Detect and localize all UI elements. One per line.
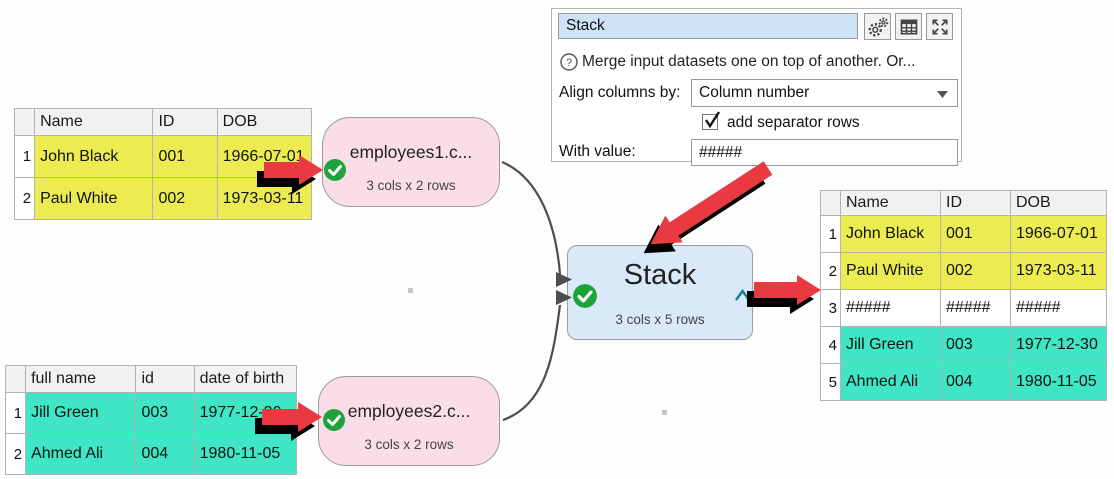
column-header[interactable]: ID — [152, 108, 218, 136]
cell-id[interactable]: 004 — [135, 433, 195, 475]
canvas-grid-dot — [408, 288, 413, 293]
cell-id[interactable]: 003 — [135, 392, 195, 434]
output-preview-table: Name ID DOB 1 John Black 001 1966-07-01 … — [820, 190, 1107, 401]
table-row: 2 Paul White 002 1973-03-11 — [820, 252, 1107, 290]
node-title: employees1.c... — [349, 142, 473, 162]
transform-description: Merge input datasets one on top of anoth… — [582, 53, 916, 70]
node-employees1[interactable]: employees1.c... 3 cols x 2 rows — [322, 117, 500, 207]
gears-icon — [868, 17, 888, 36]
cell-name[interactable]: Paul White — [840, 252, 941, 290]
table-row: 1 John Black 001 1966-07-01 — [820, 215, 1107, 253]
add-separator-rows-label: add separator rows — [727, 114, 860, 131]
table-icon — [900, 19, 917, 34]
cell-id[interactable]: 001 — [152, 135, 218, 178]
node-subtitle: 3 cols x 2 rows — [364, 437, 454, 452]
red-arrow-output — [754, 275, 821, 305]
column-header[interactable]: date of birth — [193, 365, 298, 393]
column-header[interactable]: full name — [25, 365, 137, 393]
with-value-label: With value: — [559, 143, 636, 160]
cell-name[interactable]: Ahmed Ali — [25, 433, 137, 475]
transform-name-input[interactable]: Stack — [558, 13, 858, 39]
row-number[interactable]: 4 — [820, 326, 841, 364]
row-number[interactable]: 3 — [820, 289, 841, 327]
edge-input2-to-stack — [502, 304, 562, 422]
row-number[interactable]: 1 — [13, 135, 36, 178]
column-header[interactable]: DOB — [1010, 190, 1107, 216]
expand-button[interactable] — [926, 13, 953, 40]
row-number[interactable]: 1 — [4, 392, 27, 434]
row-number[interactable]: 5 — [820, 363, 841, 401]
table-row: 4 Jill Green 003 1977-12-30 — [820, 326, 1107, 364]
table-row-separator: 3 ##### ##### ##### — [820, 289, 1107, 327]
cell-id[interactable]: 004 — [940, 363, 1011, 401]
red-arrow-panel-to-stack — [650, 161, 773, 245]
corner-cell[interactable] — [13, 108, 36, 136]
column-header[interactable]: Name — [34, 108, 154, 136]
cell-dob[interactable]: 1966-07-01 — [1010, 215, 1107, 253]
options-button[interactable] — [864, 13, 891, 40]
cell-id[interactable]: 002 — [940, 252, 1011, 290]
with-value-input[interactable]: ##### — [691, 139, 958, 166]
table-row: 1 Jill Green 003 1977-12-30 — [4, 392, 298, 434]
svg-text:?: ? — [566, 57, 572, 69]
node-stack[interactable]: Stack 3 cols x 5 rows — [567, 245, 753, 340]
cell-id[interactable]: ##### — [940, 289, 1011, 327]
ok-check-icon — [323, 409, 345, 431]
column-header[interactable]: DOB — [216, 108, 313, 136]
cell-name[interactable]: ##### — [840, 289, 941, 327]
table-row: 2 Ahmed Ali 004 1980-11-05 — [4, 433, 298, 475]
column-header[interactable]: Name — [840, 190, 941, 216]
chevron-down-icon — [937, 91, 948, 98]
align-columns-label: Align columns by: — [559, 84, 681, 101]
column-header[interactable]: id — [135, 365, 195, 393]
dropdown-value: Column number — [699, 84, 810, 101]
table-row: 2 Paul White 002 1973-03-11 — [13, 177, 313, 220]
edge-input1-to-stack — [501, 160, 562, 275]
column-header[interactable]: ID — [940, 190, 1011, 216]
cell-name[interactable]: Paul White — [34, 177, 154, 220]
cell-name[interactable]: John Black — [840, 215, 941, 253]
cell-name[interactable]: Jill Green — [840, 326, 941, 364]
collapse-caret-icon[interactable] — [734, 289, 751, 302]
preview-table-button[interactable] — [895, 13, 922, 40]
row-number[interactable]: 1 — [820, 215, 841, 253]
table-row: 1 John Black 001 1966-07-01 — [13, 135, 313, 178]
cell-dob[interactable]: ##### — [1010, 289, 1107, 327]
ok-check-icon — [573, 284, 597, 308]
transform-options-panel: Stack — [551, 8, 962, 166]
cell-name[interactable]: Jill Green — [25, 392, 137, 434]
cell-dob[interactable]: 1973-03-11 — [216, 177, 313, 220]
cell-dob[interactable]: 1966-07-01 — [216, 135, 313, 178]
row-number[interactable]: 2 — [4, 433, 27, 475]
node-subtitle: 3 cols x 5 rows — [615, 312, 705, 327]
table-row: 5 Ahmed Ali 004 1980-11-05 — [820, 363, 1107, 401]
ok-check-icon — [324, 159, 346, 181]
cell-name[interactable]: Ahmed Ali — [840, 363, 941, 401]
row-number[interactable]: 2 — [820, 252, 841, 290]
cell-dob[interactable]: 1977-12-30 — [193, 392, 298, 434]
cell-dob[interactable]: 1977-12-30 — [1010, 326, 1107, 364]
corner-cell[interactable] — [820, 190, 841, 216]
cell-id[interactable]: 003 — [940, 326, 1011, 364]
row-number[interactable]: 2 — [13, 177, 36, 220]
input2-preview-table: full name id date of birth 1 Jill Green … — [4, 365, 298, 475]
help-icon[interactable]: ? — [560, 53, 578, 71]
cell-id[interactable]: 001 — [940, 215, 1011, 253]
cell-id[interactable]: 002 — [152, 177, 218, 220]
expand-icon — [932, 19, 947, 34]
cell-dob[interactable]: 1980-11-05 — [1010, 363, 1107, 401]
node-title: employees2.c... — [347, 401, 471, 421]
node-employees2[interactable]: employees2.c... 3 cols x 2 rows — [318, 376, 500, 466]
canvas-grid-dot — [662, 410, 667, 415]
corner-cell[interactable] — [4, 365, 27, 393]
checkmark-icon — [705, 111, 721, 129]
cell-dob[interactable]: 1973-03-11 — [1010, 252, 1107, 290]
cell-name[interactable]: John Black — [34, 135, 154, 178]
node-subtitle: 3 cols x 2 rows — [366, 178, 456, 193]
cell-dob[interactable]: 1980-11-05 — [193, 433, 298, 475]
input1-preview-table: Name ID DOB 1 John Black 001 1966-07-01 … — [13, 108, 313, 220]
align-columns-dropdown[interactable]: Column number — [691, 79, 958, 107]
node-title: Stack — [623, 259, 697, 291]
add-separator-rows-checkbox[interactable] — [702, 111, 721, 130]
